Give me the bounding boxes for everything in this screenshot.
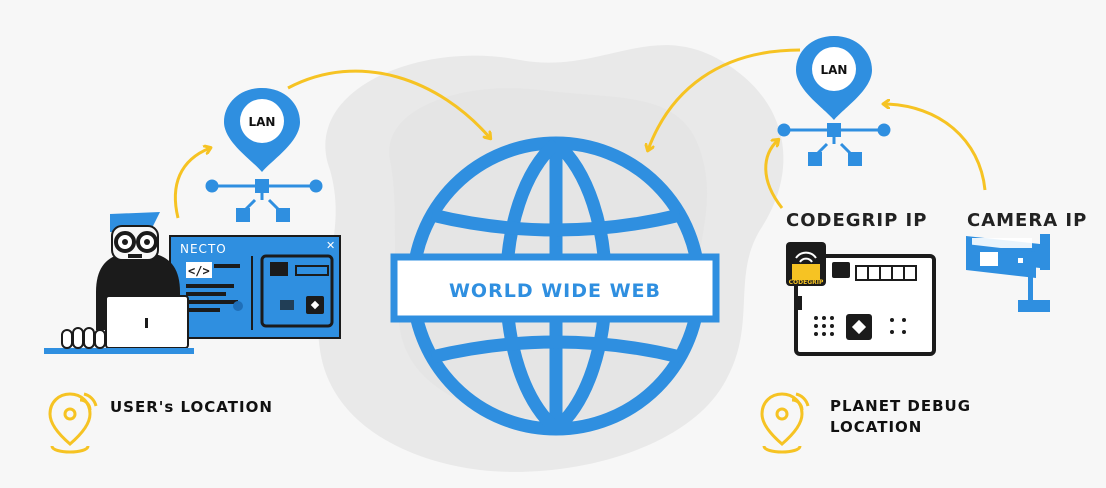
globe-label: WORLD WIDE WEB xyxy=(449,280,661,302)
location-pin-icon-user xyxy=(48,392,98,454)
codegrip-logo-text: CODEGRIP xyxy=(789,279,824,286)
lan-label-right: LAN xyxy=(821,63,848,77)
arrow-lan-to-web xyxy=(287,69,490,138)
code-icon: </> xyxy=(188,264,210,278)
user-location-label: USER's LOCATION xyxy=(110,398,273,416)
planet-debug-line1: PLANET DEBUG xyxy=(830,397,972,415)
lan-network-icon-left xyxy=(205,179,323,222)
close-icon: ✕ xyxy=(326,239,335,252)
lan-pin-icon-left: LAN xyxy=(224,88,300,172)
codegrip-ip-label: CODEGRIP IP xyxy=(786,210,928,231)
globe-banner xyxy=(390,253,720,323)
lan-label-left: LAN xyxy=(249,115,276,129)
lan-pin-icon-right: LAN xyxy=(796,36,872,120)
camera-ip-label: CAMERA IP xyxy=(967,210,1088,231)
arrow-lan-to-web-remote xyxy=(648,48,801,150)
planet-debug-location-label: PLANET DEBUG LOCATION xyxy=(830,396,971,438)
arrow-camera-to-lan xyxy=(884,104,987,191)
lan-network-icon-right xyxy=(777,123,891,166)
planet-debug-line2: LOCATION xyxy=(830,418,923,436)
arrow-codegrip-to-lan xyxy=(764,140,784,209)
codegrip-board-icon: CODEGRIP xyxy=(786,242,936,356)
security-camera-icon xyxy=(966,234,1050,312)
laptop-icon xyxy=(44,295,194,354)
arrow-user-to-lan xyxy=(173,148,210,219)
necto-window: NECTO ✕ </> xyxy=(169,235,341,339)
necto-app-title: NECTO xyxy=(180,242,227,256)
location-pin-icon-remote xyxy=(760,392,810,454)
